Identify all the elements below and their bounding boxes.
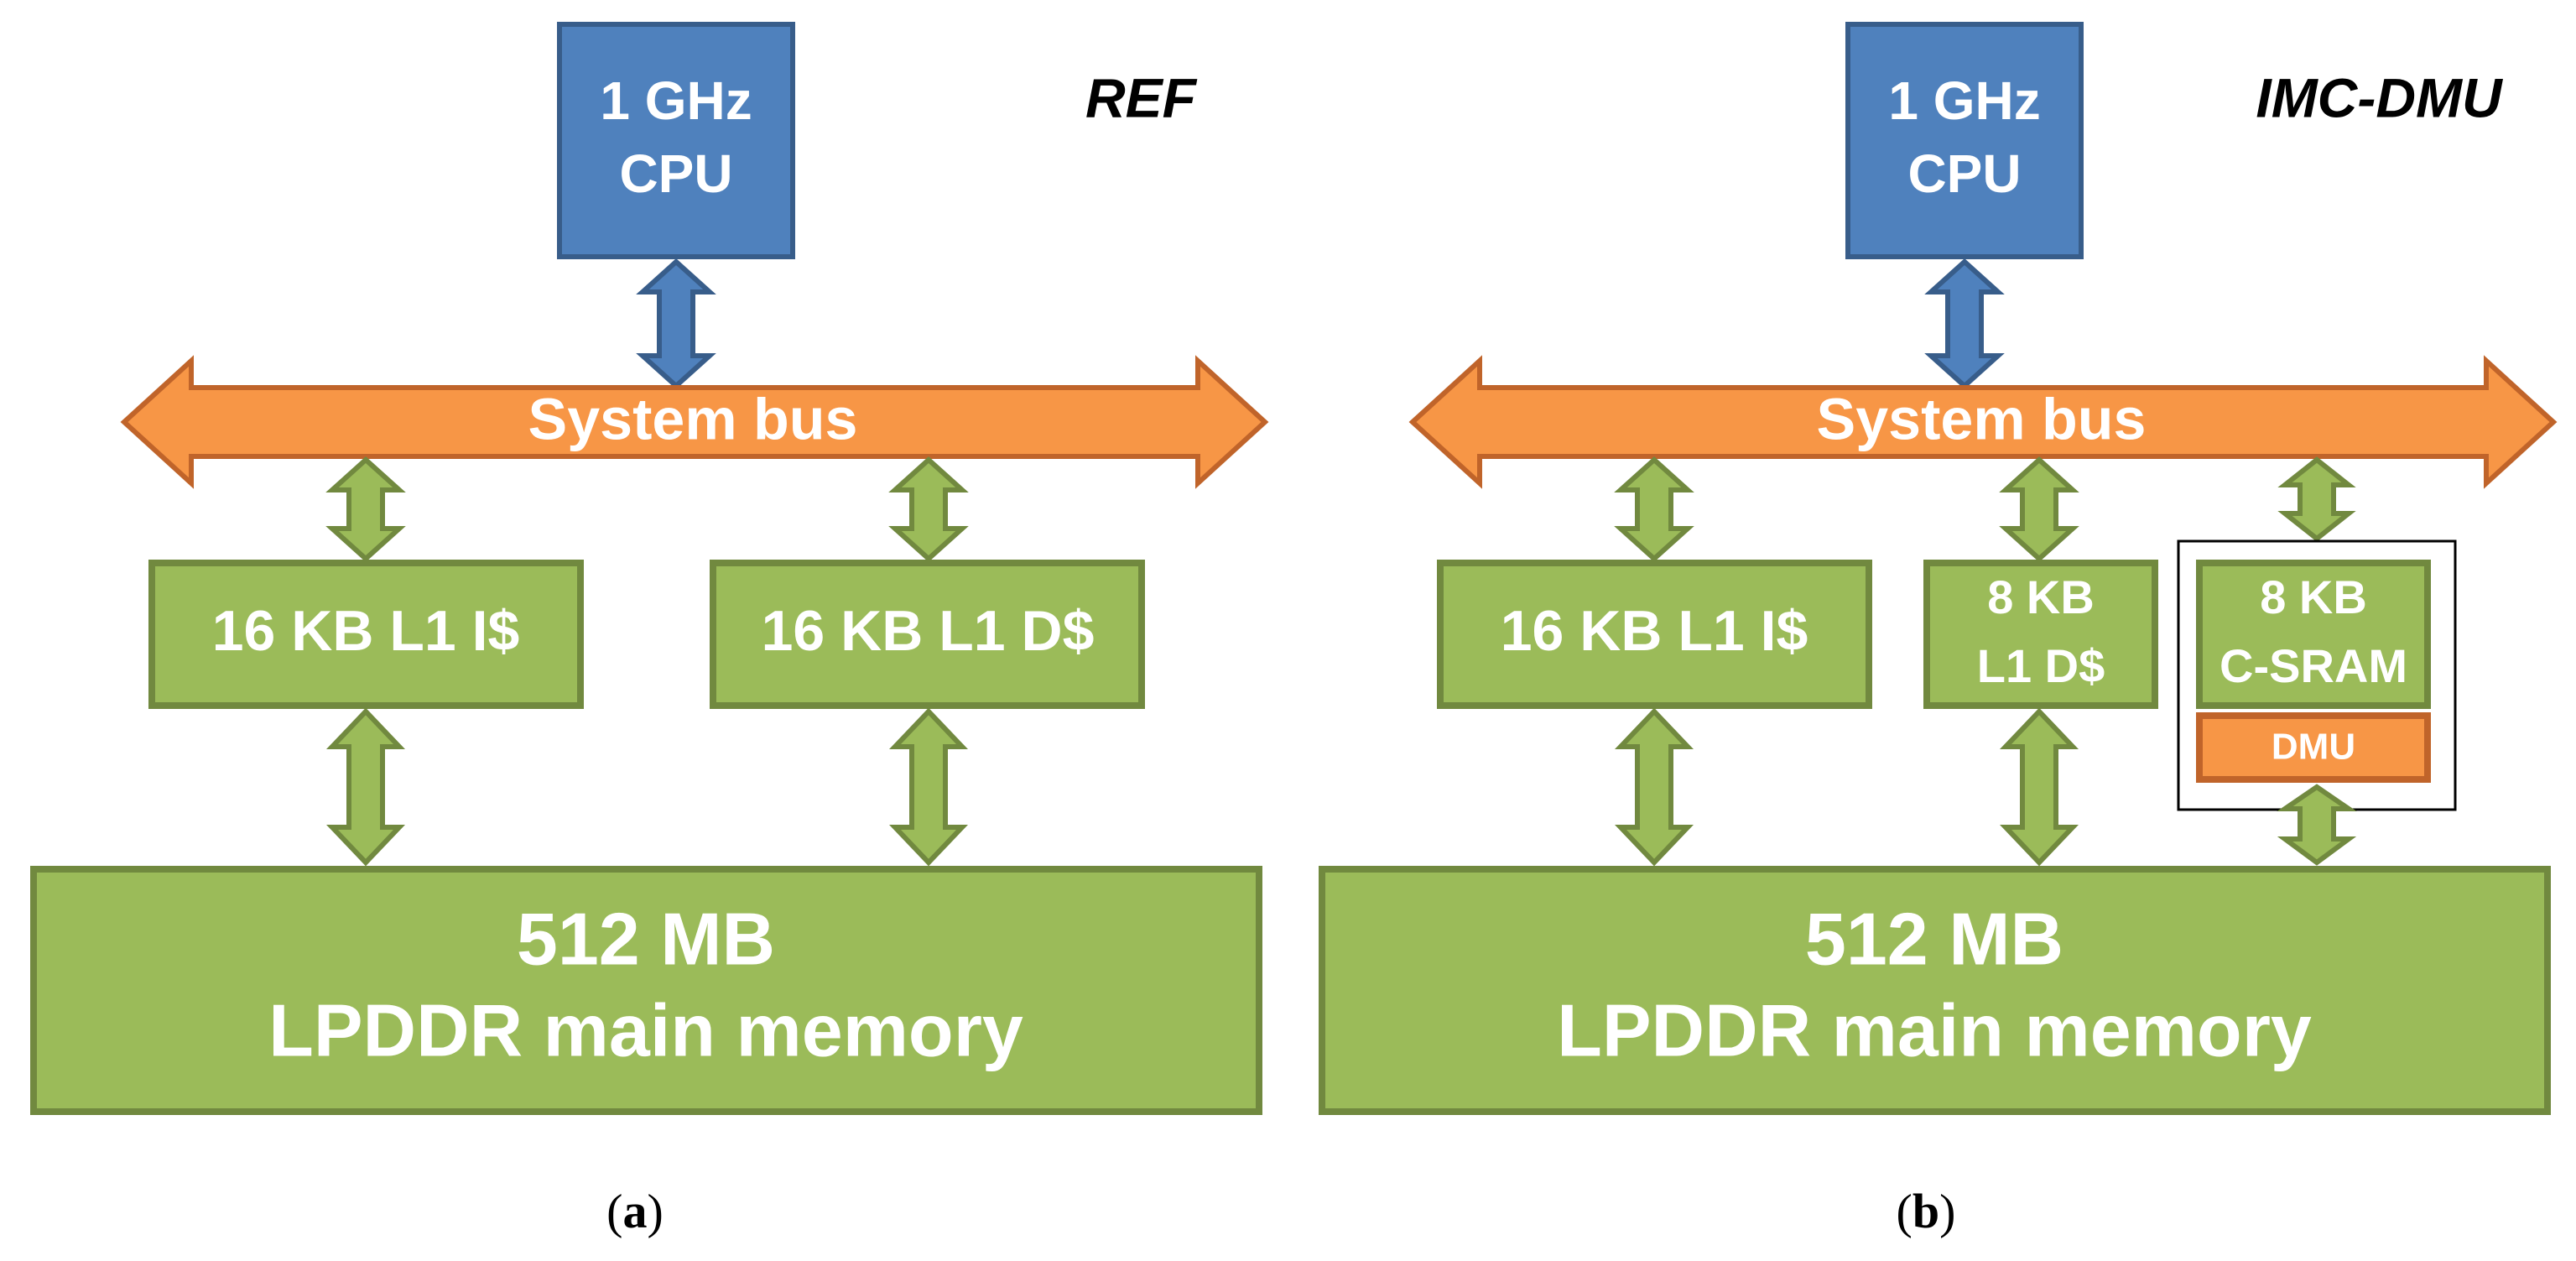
- panel-b-icache-box: [1437, 560, 1872, 709]
- panel-a-memory-label-line2: LPDDR main memory: [268, 988, 1023, 1071]
- panel-b-cpu-box: [1845, 22, 2084, 259]
- panel-b-cpu-label-line2: CPU: [1907, 143, 2021, 204]
- panel-b-dmu-label: DMU: [2272, 727, 2355, 768]
- panel-b-bus-label: System bus: [1817, 386, 2147, 451]
- panel-b-icache-label: 16 KB L1 I$: [1501, 599, 1808, 663]
- panel-b-cpu-bus-arrow: [1924, 258, 2005, 390]
- panel-a-bus-label: System bus: [528, 386, 858, 451]
- panel-b-icache-memory-arrow: [1615, 707, 1694, 867]
- panel-a-title: REF: [1085, 66, 1198, 128]
- panel-a-system-bus: [120, 355, 1269, 489]
- panel-b-dcache-label-line2: L1 D$: [1977, 639, 2105, 692]
- panel-b-title: IMC-DMU: [2256, 66, 2504, 128]
- panel-b-bus-csram-arrow: [2277, 456, 2356, 542]
- panel-b-dmu-memory-arrow: [2277, 784, 2357, 866]
- panel-a-icache-label: 16 KB L1 I$: [212, 599, 520, 663]
- panel-b-bus-icache-arrow: [1614, 456, 1694, 563]
- panel-b-memory-label-line1: 512 MB: [1805, 897, 2063, 980]
- panel-a-dcache-memory-arrow: [889, 707, 968, 867]
- panel-b-csram-label-line2: C-SRAM: [2220, 639, 2407, 692]
- panel-b-caption: (b): [1897, 1184, 1956, 1238]
- panel-a-dcache-box: [710, 560, 1145, 709]
- panel-a-cpu-label-line2: CPU: [619, 143, 732, 204]
- panel-b-memory-label-line2: LPDDR main memory: [1557, 988, 2312, 1071]
- panel-b-dmu-box: [2196, 712, 2431, 783]
- panel-a-bus-icache-arrow: [325, 456, 406, 563]
- panel-a-cpu-label-line1: 1 GHz: [600, 70, 752, 131]
- panel-a-memory-box: [30, 866, 1262, 1115]
- panel-b-memory-box: [1319, 866, 2551, 1115]
- panel-b-dcache-label-line1: 8 KB: [1987, 571, 2095, 623]
- panel-a-cpu-box: [557, 22, 795, 259]
- panel-b-bus-dcache-arrow: [1999, 456, 2079, 563]
- panel-b-csram-box: [2196, 560, 2431, 709]
- panel-b-csram-label-line1: 8 KB: [2260, 571, 2367, 623]
- panel-b-dcache-memory-arrow: [2000, 707, 2079, 867]
- panel-a-caption: (a): [606, 1184, 664, 1238]
- panel-b-dcache-box: [1923, 560, 2158, 709]
- panel-b-system-bus: [1408, 355, 2558, 489]
- panel-b-caption-letter: b: [1912, 1184, 1939, 1238]
- panel-a-dcache-label: 16 KB L1 D$: [762, 599, 1095, 663]
- panel-a-memory-label-line1: 512 MB: [517, 897, 775, 980]
- panel-b: 1 GHz CPU IMC-DMU System bus 16 KB L1 I$…: [1319, 22, 2558, 1238]
- panel-a-caption-letter: a: [623, 1184, 648, 1238]
- panel-a: 1 GHz CPU REF System bus 16 KB L1 I$ 16 …: [30, 22, 1269, 1238]
- panel-a-icache-memory-arrow: [326, 707, 405, 867]
- panel-a-cpu-bus-arrow: [636, 258, 716, 390]
- panel-a-icache-box: [148, 560, 584, 709]
- panel-b-cpu-label-line1: 1 GHz: [1888, 70, 2040, 131]
- panel-a-bus-dcache-arrow: [888, 456, 969, 563]
